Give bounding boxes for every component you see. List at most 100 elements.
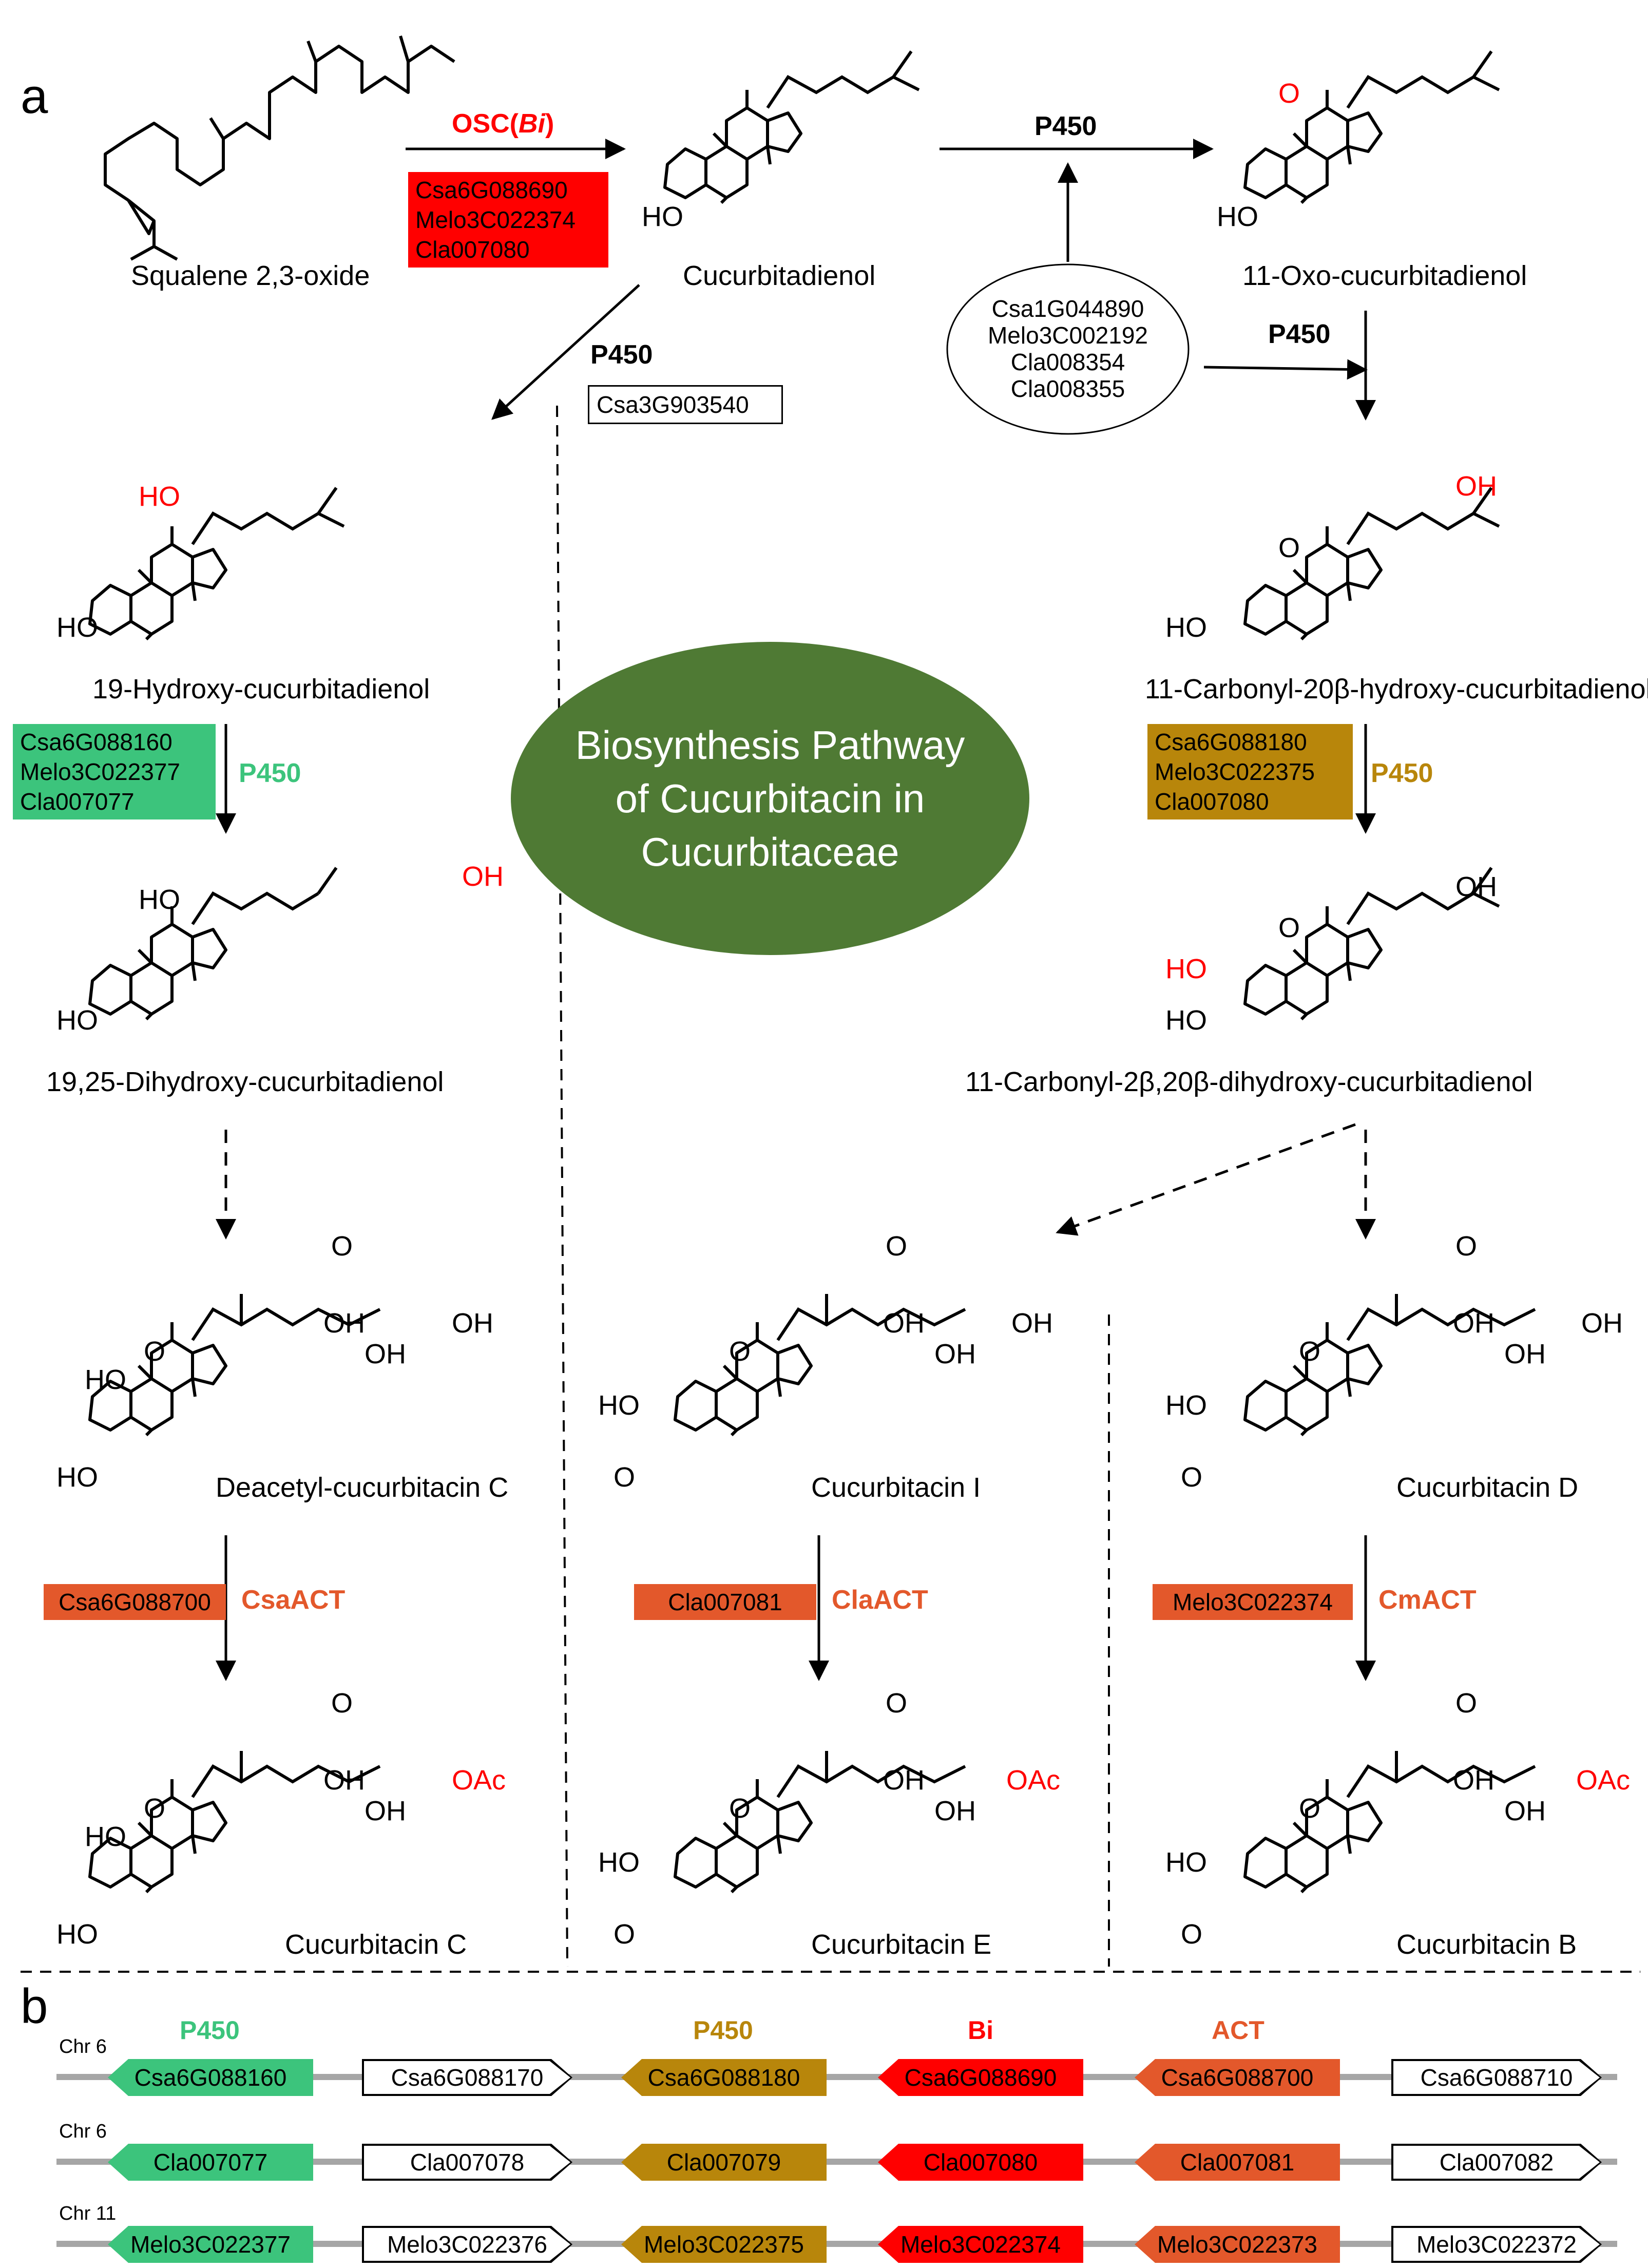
atom-ho-1: HO — [642, 201, 683, 232]
title-line-1: Biosynthesis Pathway — [575, 722, 965, 768]
title-line-3: Cucurbitaceae — [641, 829, 899, 874]
atom-o-i-2: O — [729, 1336, 751, 1367]
green-gene-1: Csa6G088160 — [20, 729, 173, 755]
osc-bi: Bi — [519, 109, 545, 139]
gene-melo3c022376: Melo3C022376 — [362, 2226, 572, 2263]
enzyme-csaact: CsaACT — [241, 1585, 346, 1615]
atom-ho-c-1: HO — [85, 1821, 126, 1852]
gene-cluster-lines — [56, 2074, 1617, 2247]
compound-carbonyl-2-20: 11-Carbonyl-2β,20β-dihydroxy-cucurbitadi… — [965, 1066, 1533, 1097]
csa-act-gene-box: Csa6G088700 — [44, 1584, 226, 1620]
compound-cucurbitacin-e: Cucurbitacin E — [811, 1929, 992, 1960]
compound-cucurbitacin-i: Cucurbitacin I — [811, 1472, 981, 1503]
ellipse-genes: Csa1G044890 Melo3C002192 Cla008354 Cla00… — [955, 295, 1181, 402]
structure-oxo-cucurbitadienol — [1245, 50, 1500, 203]
gene-melo3c022373: Melo3C022373 — [1135, 2226, 1340, 2263]
atom-o-c-2: O — [144, 1793, 166, 1824]
atom-o-b-3: O — [1181, 1919, 1203, 1950]
gene-cla007082-inner: Cla007082 — [1393, 2146, 1600, 2179]
green-gene-box: Csa6G088160 Melo3C022377 Cla007077 — [13, 724, 216, 819]
atom-oh-c-2: OH — [365, 1796, 406, 1826]
compound-squalene: Squalene 2,3-oxide — [131, 260, 370, 291]
chr-label-3: Chr 11 — [59, 2203, 117, 2224]
atom-o-2: O — [1278, 912, 1300, 943]
gene-melo3c022376-inner: Melo3C022376 — [364, 2228, 570, 2261]
p450-gene-ellipse — [946, 263, 1190, 435]
compound-cucurbitacin-c: Cucurbitacin C — [285, 1929, 467, 1960]
atom-ho-red-19: HO — [139, 481, 180, 512]
enzyme-p450-left: P450 — [590, 340, 653, 370]
osc-prefix: OSC( — [452, 109, 519, 139]
csa3g-gene-box: Csa3G903540 — [588, 385, 783, 424]
osc-gene-box: Csa6G088690 Melo3C022374 Cla007080 — [408, 172, 608, 268]
cluster-header-act: ACT — [1212, 2016, 1264, 2045]
atom-oh-d-1: OH — [1453, 1308, 1494, 1339]
structure-cucurbitacin-d — [1245, 1294, 1536, 1435]
green-gene-3: Cla007077 — [20, 788, 135, 815]
atom-o-e-3: O — [614, 1919, 636, 1950]
atom-ho-e-1: HO — [598, 1847, 640, 1878]
gene-cla007078: Cla007078 — [362, 2144, 572, 2181]
atom-ho-i-1: HO — [598, 1390, 640, 1421]
gene-csa6g088160: Csa6G088160 — [108, 2059, 313, 2096]
gene-cla007080: Cla007080 — [878, 2144, 1083, 2181]
gene-csa6g088180: Csa6G088180 — [621, 2059, 827, 2096]
compound-dihydroxy-19-25: 19,25-Dihydroxy-cucurbitadienol — [46, 1066, 444, 1097]
atom-oac-c: OAc — [452, 1765, 506, 1796]
atom-oh-d-2: OH — [1581, 1308, 1623, 1339]
gene-csa6g088710-inner: Csa6G088710 — [1393, 2061, 1600, 2094]
gene-cla007081: Cla007081 — [1135, 2144, 1340, 2181]
chr-label-1: Chr 6 — [59, 2036, 107, 2057]
atom-oh-i-1: OH — [883, 1308, 925, 1339]
structure-cucurbitadienol — [665, 50, 920, 203]
panel-a-label: a — [21, 69, 48, 124]
structure-cucurbitacin-e — [675, 1751, 966, 1892]
squalene-structure — [104, 35, 455, 261]
cluster-header-bi: Bi — [968, 2016, 993, 2045]
gene-csa6g088690: Csa6G088690 — [878, 2059, 1083, 2096]
atom-oh-dc-2: OH — [452, 1308, 493, 1339]
enzyme-p450-top: P450 — [1034, 111, 1097, 141]
atom-ho-red-2: HO — [1165, 954, 1207, 984]
atom-oh-dc-3: OH — [365, 1339, 406, 1369]
enzyme-p450-gold: P450 — [1371, 758, 1433, 788]
atom-ho-c-2: HO — [56, 1919, 98, 1950]
osc-gene-3: Cla007080 — [415, 236, 530, 263]
atom-ho-d-1: HO — [1165, 1390, 1207, 1421]
atom-o-dc-2: O — [144, 1336, 166, 1367]
separator-lines — [21, 405, 1640, 1973]
structure-carbonyl-20 — [1245, 487, 1500, 639]
atom-ho-7: HO — [1165, 1005, 1207, 1036]
atom-oh-dc-1: OH — [323, 1308, 365, 1339]
osc-gene-1: Csa6G088690 — [415, 177, 568, 203]
gene-cla007077: Cla007077 — [108, 2144, 313, 2181]
gene-cla007078-inner: Cla007078 — [364, 2146, 570, 2179]
gene-cla007079: Cla007079 — [621, 2144, 827, 2181]
atom-oh-d-3: OH — [1504, 1339, 1546, 1369]
ellipse-gene-4: Cla008355 — [1010, 375, 1125, 402]
atom-o-e-1: O — [886, 1688, 908, 1719]
atom-oh-b-2: OH — [1504, 1796, 1546, 1826]
compound-cucurbitacin-d: Cucurbitacin D — [1396, 1472, 1579, 1503]
cluster-header-p450-gold: P450 — [693, 2016, 753, 2045]
atom-o-1: O — [1278, 532, 1300, 563]
structure-cucurbitacin-b — [1245, 1751, 1536, 1892]
gene-melo3c022375: Melo3C022375 — [621, 2226, 827, 2263]
atom-o-d-1: O — [1455, 1231, 1478, 1262]
gold-gene-box: Csa6G088180 Melo3C022375 Cla007080 — [1147, 724, 1353, 819]
chr-label-2: Chr 6 — [59, 2121, 107, 2142]
ellipse-gene-2: Melo3C002192 — [987, 322, 1148, 349]
gene-melo3c022372-inner: Melo3C022372 — [1393, 2228, 1600, 2261]
atom-oh-e-2: OH — [934, 1796, 976, 1826]
melo-act-gene-box: Melo3C022374 — [1153, 1584, 1353, 1620]
structure-cucurbitacin-i — [675, 1294, 966, 1435]
atom-ho-b-1: HO — [1165, 1847, 1207, 1878]
atom-o-d-3: O — [1181, 1462, 1203, 1493]
atom-oac-e: OAc — [1006, 1765, 1061, 1796]
atom-o-red-1: O — [1278, 78, 1300, 109]
atom-o-b-2: O — [1299, 1793, 1321, 1824]
enzyme-cmact: CmACT — [1378, 1585, 1477, 1615]
reaction-arrows — [216, 139, 1376, 1681]
compound-cucurbitadienol: Cucurbitadienol — [683, 260, 876, 291]
structure-carbonyl-2-20 — [1245, 867, 1500, 1019]
